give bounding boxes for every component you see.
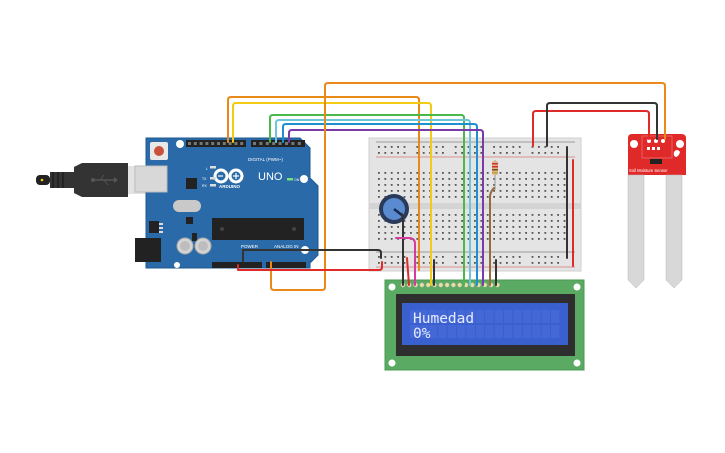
l-led bbox=[210, 166, 216, 169]
wire[interactable] bbox=[270, 82, 666, 291]
lcd-line-1: Humedad bbox=[413, 311, 474, 327]
wire[interactable] bbox=[401, 213, 404, 286]
rx-led bbox=[210, 184, 216, 187]
digital-header-left bbox=[186, 140, 246, 147]
sensor-probe-left bbox=[627, 174, 645, 289]
wire[interactable] bbox=[288, 129, 484, 286]
digital-header-right bbox=[251, 140, 305, 147]
arduino-uno-board[interactable]: DIGITAL (PWM~) ARDUINO UNO L TX RX ON bbox=[134, 137, 319, 269]
sparkfun-logo-icon bbox=[673, 150, 680, 157]
wire[interactable] bbox=[406, 257, 410, 286]
arduino-brand-label: ARDUINO bbox=[219, 184, 240, 189]
wire[interactable] bbox=[242, 249, 382, 263]
wire[interactable] bbox=[275, 119, 471, 286]
wire[interactable] bbox=[489, 187, 495, 286]
on-label: ON bbox=[294, 178, 300, 182]
wire[interactable] bbox=[232, 102, 432, 286]
wires bbox=[227, 82, 666, 291]
usb-icon bbox=[91, 174, 118, 186]
sensor-label: Soil Moisture Sensor bbox=[629, 168, 668, 173]
atmega-chip bbox=[212, 218, 304, 240]
potentiometer[interactable] bbox=[379, 194, 409, 224]
uno-label: UNO bbox=[258, 171, 283, 183]
tx-label: TX bbox=[202, 177, 207, 181]
voltage-regulator bbox=[149, 221, 159, 233]
resistor[interactable] bbox=[492, 160, 498, 190]
l-led-label: L bbox=[206, 167, 208, 171]
analog-header bbox=[266, 262, 306, 268]
wire[interactable] bbox=[282, 123, 478, 286]
arduino-logo-icon bbox=[213, 168, 244, 184]
wire[interactable] bbox=[395, 237, 416, 286]
crystal bbox=[173, 200, 201, 212]
lcd-line-2: 0% bbox=[413, 326, 431, 342]
rx-label: RX bbox=[202, 184, 208, 188]
power-label: POWER bbox=[241, 244, 259, 249]
digital-label: DIGITAL (PWM~) bbox=[248, 157, 283, 162]
tx-led bbox=[210, 177, 216, 180]
lcd-16x2[interactable]: Humedad 0% bbox=[384, 279, 585, 371]
wire[interactable] bbox=[237, 261, 383, 271]
power-jack[interactable] bbox=[135, 238, 161, 262]
sensor-probe-right bbox=[665, 174, 683, 289]
on-led bbox=[287, 178, 293, 181]
wire[interactable] bbox=[227, 96, 420, 271]
wire[interactable] bbox=[546, 102, 658, 147]
wire[interactable] bbox=[269, 114, 465, 286]
soil-moisture-sensor[interactable]: Soil Moisture Sensor bbox=[627, 134, 686, 289]
wire[interactable] bbox=[532, 110, 650, 147]
analog-label: ANALOG IN bbox=[274, 244, 299, 249]
usb-cable[interactable] bbox=[36, 163, 148, 197]
usb-chip bbox=[186, 178, 197, 189]
